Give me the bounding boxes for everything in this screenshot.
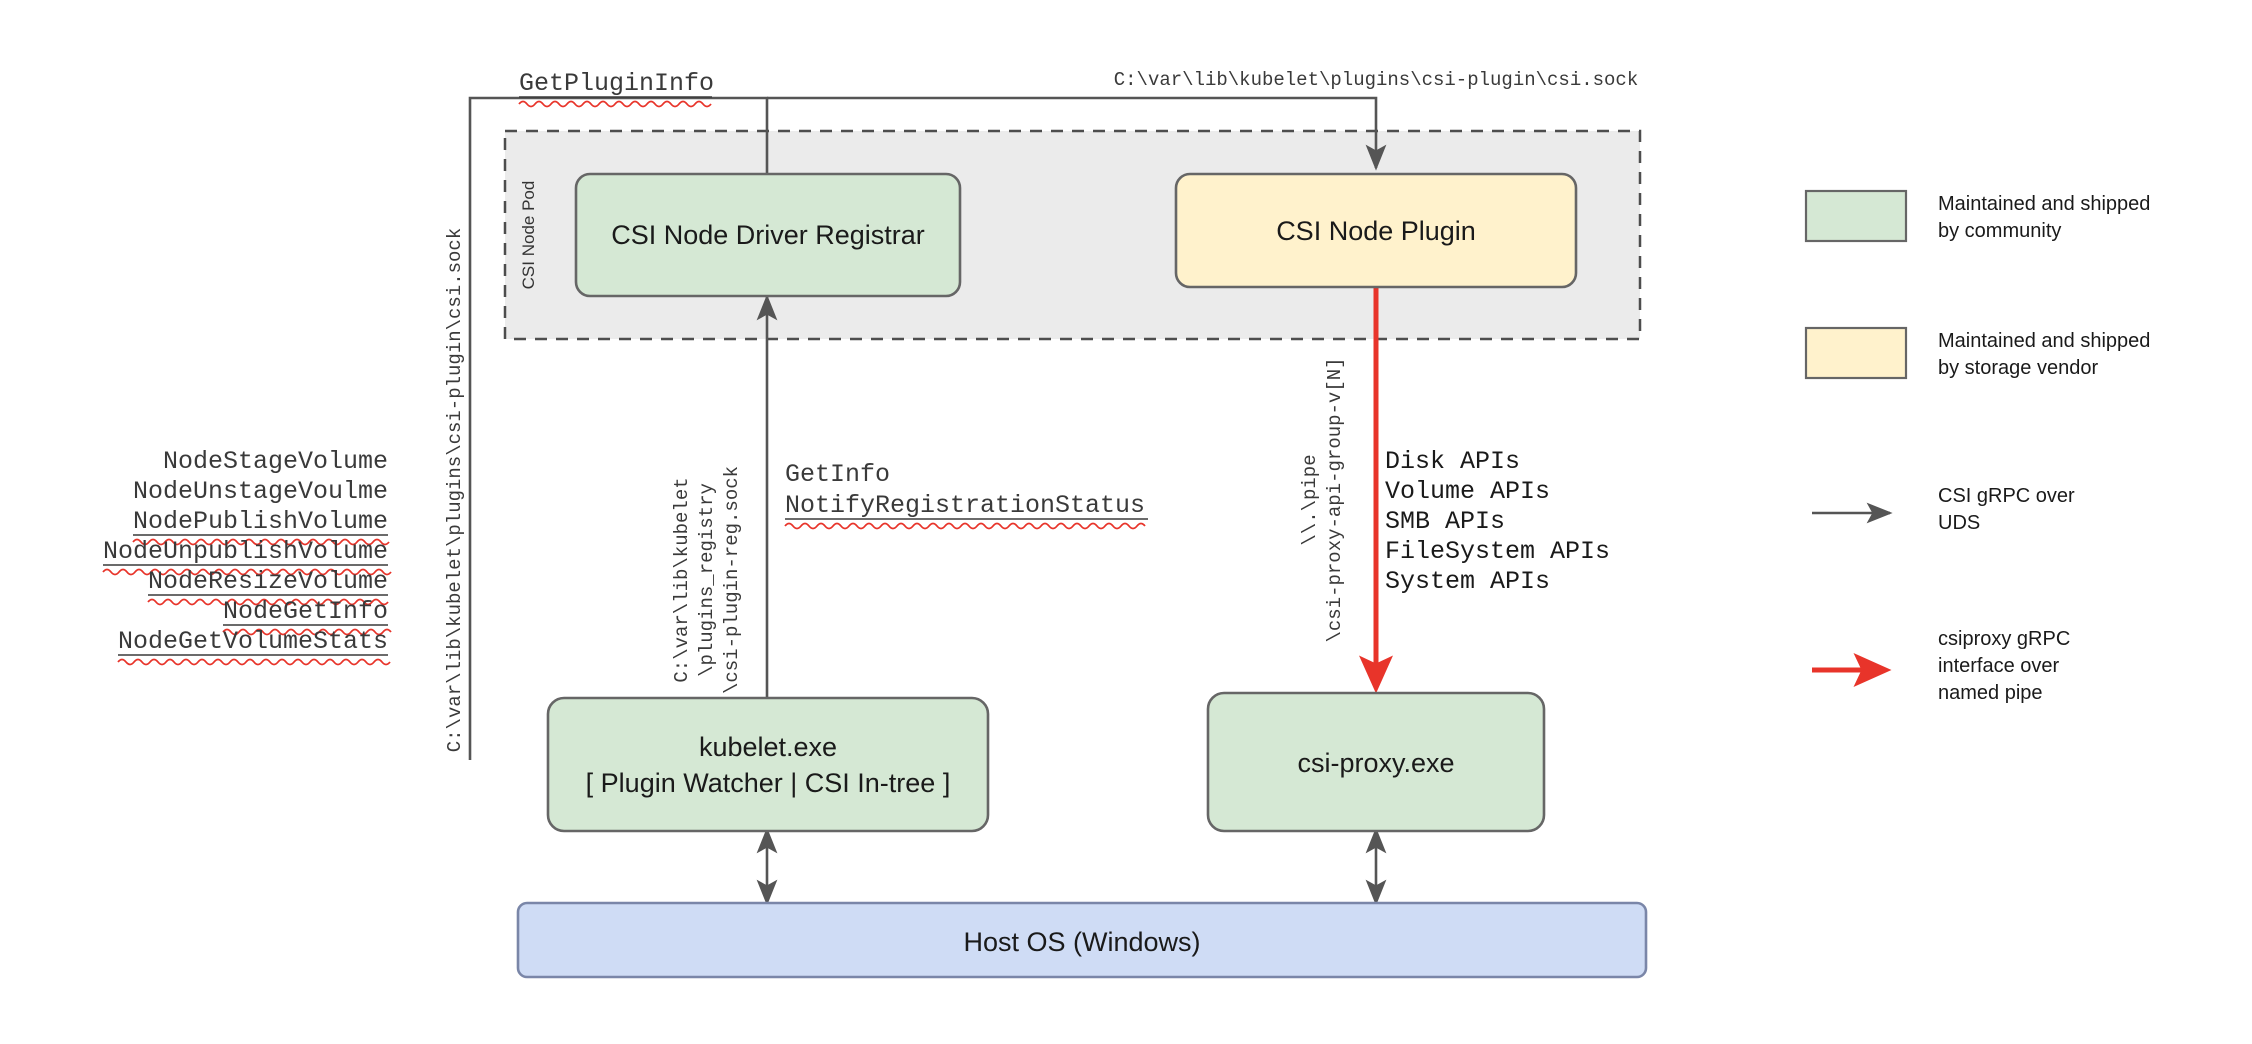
legend-pipe-line-2: named pipe — [1938, 682, 2043, 704]
registry-path-line-3: \csi-plugin-reg.sock — [721, 466, 743, 694]
node-csi-node-driver-registrar[interactable]: CSI Node Driver Registrar — [574, 172, 962, 298]
proxy-api-label-4: System APIs — [1385, 567, 1550, 596]
registry-path-line-1: C:\var\lib\kubelet — [671, 477, 693, 682]
legend-swatch-vendor — [1804, 326, 1908, 380]
proxy-api-label-2: SMB APIs — [1385, 507, 1505, 536]
legend-uds-line-0: CSI gRPC over — [1938, 485, 2075, 507]
node-rpc-spellcheck-2 — [132, 538, 390, 546]
node-rpc-list: NodeStageVolume NodeUnstageVoulme NodePu… — [102, 447, 392, 666]
registrar-box[interactable] — [574, 172, 962, 298]
csi-sock-path-left-label: C:\var\lib\kubelet\plugins\csi-plugin\cs… — [444, 228, 466, 753]
node-rpc-label-3: NodeUnpublishVolume — [103, 537, 388, 566]
node-rpc-item-3: NodeUnpublishVolume — [102, 537, 392, 576]
node-rpc-label-5: NodeGetInfo — [223, 597, 388, 626]
getplugininfo-label: GetPluginInfo — [519, 69, 714, 98]
node-plugin-label: CSI Node Plugin — [1276, 216, 1476, 246]
node-rpc-label-6: NodeGetVolumeStats — [118, 627, 388, 656]
legend-pipe-line-0: csiproxy gRPC — [1938, 628, 2070, 650]
registration-rpc-1-spellcheck — [784, 522, 1146, 530]
proxy-api-label-1: Volume APIs — [1385, 477, 1550, 506]
connector-getplugininfo — [468, 96, 769, 760]
registry-path-line-2: \plugins_registry — [696, 483, 718, 677]
legend-item-vendor: Maintained and shipped by storage vendor — [1804, 326, 2150, 380]
named-pipe-line-1: \\.\pipe — [1299, 454, 1321, 545]
callout-registry-path: C:\var\lib\kubelet \plugins_registry \cs… — [671, 466, 743, 694]
csi-proxy-box[interactable] — [1206, 691, 1546, 833]
legend-item-csi-grpc-uds: CSI gRPC over UDS — [1812, 485, 2075, 534]
proxy-api-label-0: Disk APIs — [1385, 447, 1520, 476]
node-rpc-item-4: NodeResizeVolume — [147, 567, 389, 606]
kubelet-label-line1: kubelet.exe — [699, 732, 837, 762]
node-rpc-label-1: NodeUnstageVoulme — [133, 477, 388, 506]
callout-registration-rpcs: GetInfo NotifyRegistrationStatus — [784, 460, 1148, 530]
legend-item-csiproxy-named-pipe: csiproxy gRPC interface over named pipe — [1812, 628, 2070, 704]
node-kubelet-exe[interactable]: kubelet.exe [ Plugin Watcher | CSI In-tr… — [546, 696, 990, 833]
proxy-api-label-3: FileSystem APIs — [1385, 537, 1610, 566]
host-os-box[interactable] — [516, 901, 1648, 979]
legend-pipe-line-1: interface over — [1938, 655, 2060, 677]
registrar-label: CSI Node Driver Registrar — [611, 220, 925, 250]
getplugininfo-spellcheck-underline — [518, 100, 712, 108]
node-csi-node-plugin[interactable]: CSI Node Plugin — [1174, 172, 1578, 289]
legend: Maintained and shipped by community Main… — [1804, 189, 2150, 704]
node-rpc-item-5: NodeGetInfo — [222, 597, 392, 636]
connector-csi-sock-top — [767, 96, 1387, 171]
csi-sock-path-top-label: C:\var\lib\kubelet\plugins\csi-plugin\cs… — [1114, 69, 1639, 91]
kubelet-box[interactable] — [546, 696, 990, 833]
legend-swatch-community — [1804, 189, 1908, 243]
legend-uds-line-1: UDS — [1938, 512, 1980, 534]
node-plugin-box[interactable] — [1174, 172, 1578, 289]
node-rpc-item-1: NodeUnstageVoulme — [133, 477, 388, 506]
legend-item-community: Maintained and shipped by community — [1804, 189, 2150, 243]
legend-vendor-line-1: by storage vendor — [1938, 357, 2098, 379]
named-pipe-line-2: \csi-proxy-api-group-v[N] — [1324, 357, 1346, 642]
node-rpc-label-2: NodePublishVolume — [133, 507, 388, 536]
node-rpc-item-0: NodeStageVolume — [163, 447, 388, 476]
proxy-api-list: Disk APIs Volume APIs SMB APIs FileSyste… — [1385, 447, 1610, 596]
node-host-os[interactable]: Host OS (Windows) — [516, 901, 1648, 979]
node-rpc-spellcheck-5 — [222, 628, 392, 636]
connectors — [468, 96, 1393, 906]
registration-rpc-1: NotifyRegistrationStatus — [785, 491, 1145, 520]
node-rpc-label-0: NodeStageVolume — [163, 447, 388, 476]
host-os-label: Host OS (Windows) — [963, 927, 1200, 957]
pod-label: CSI Node Pod — [519, 181, 538, 290]
legend-community-line-0: Maintained and shipped — [1938, 193, 2150, 215]
legend-vendor-line-0: Maintained and shipped — [1938, 330, 2150, 352]
callout-named-pipe: \\.\pipe \csi-proxy-api-group-v[N] — [1299, 357, 1346, 642]
legend-community-line-1: by community — [1938, 220, 2061, 242]
node-rpc-label-4: NodeResizeVolume — [148, 567, 388, 596]
kubelet-label-line2: [ Plugin Watcher | CSI In-tree ] — [586, 768, 951, 798]
node-rpc-item-6: NodeGetVolumeStats — [117, 627, 391, 666]
node-rpc-spellcheck-3 — [102, 568, 392, 576]
registration-rpc-0: GetInfo — [785, 460, 890, 489]
node-rpc-spellcheck-6 — [117, 658, 391, 666]
csi-proxy-label: csi-proxy.exe — [1297, 748, 1454, 778]
node-csi-proxy-exe[interactable]: csi-proxy.exe — [1206, 691, 1546, 833]
node-rpc-item-2: NodePublishVolume — [132, 507, 390, 546]
node-rpc-spellcheck-4 — [147, 598, 389, 606]
callout-getplugininfo: GetPluginInfo — [518, 69, 714, 108]
